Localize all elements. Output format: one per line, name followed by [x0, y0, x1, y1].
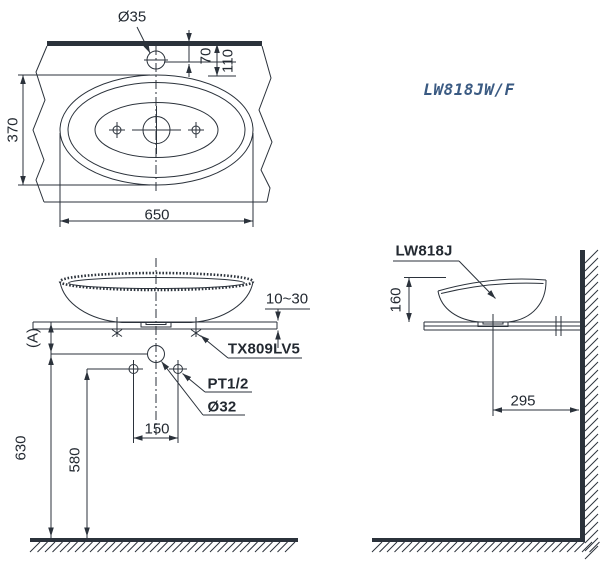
supply-point-left-cross: [124, 360, 143, 378]
dim-70-110-extensions: [164, 61, 236, 77]
mounting-clamp-right: [190, 317, 202, 337]
wall-hatch: [584, 249, 599, 560]
drain-leader: [161, 361, 204, 416]
dim-rim-offset: 110: [219, 49, 237, 73]
dim-drain-to-wall: 295: [510, 392, 536, 410]
drain-crosshair: [132, 106, 181, 154]
dim-supply-height: 580: [66, 447, 84, 473]
mounting-clamp-left: [111, 317, 123, 337]
supply-point-right-cross: [169, 360, 187, 378]
label-drain-diameter: Ø32: [207, 398, 237, 416]
counter-break-ticks: [555, 316, 562, 336]
dim-depth: 370: [4, 117, 22, 143]
product-model-label: LW818JW/F: [423, 80, 515, 99]
dim-150-extensions: [133, 377, 179, 443]
label-fitting-code: TX809LV5: [227, 340, 301, 358]
dim-hole-offset: 70: [197, 47, 215, 65]
dim-a-label: (A): [24, 328, 42, 348]
top-view: [18, 26, 273, 227]
floor-line: [30, 538, 298, 542]
fixing-mark-right-cross: [188, 122, 204, 138]
product-leader: [458, 260, 496, 299]
floor-hatch: [29, 541, 296, 553]
vessel-rim-textured: [58, 271, 255, 292]
supply-leader: [182, 373, 206, 393]
counter-break-left: [32, 45, 48, 203]
vessel-rim-inner: [440, 282, 544, 294]
dim-drain-height: 630: [12, 435, 30, 461]
dim-width: 650: [144, 206, 170, 224]
drain-outlet: [147, 345, 165, 363]
hole-diameter-leader: [136, 26, 151, 54]
side-view: [371, 249, 600, 560]
wall-line: [580, 250, 585, 542]
dim-370-extensions: [18, 74, 150, 186]
dim-basin-height: 160: [387, 287, 405, 313]
label-supply-thread: PT1/2: [207, 375, 249, 393]
label-product-code-side: LW818J: [395, 242, 453, 260]
floor-line: [372, 538, 585, 542]
fixing-mark-left-cross: [109, 122, 125, 138]
vessel-rim-top: [437, 278, 547, 292]
counter-slab: [32, 321, 278, 330]
label-faucet-hole-diameter: Ø35: [117, 8, 147, 26]
dim-650-extensions: [59, 133, 254, 227]
dim-counter-thickness: 10~30: [265, 290, 309, 308]
dim-supply-spacing: 150: [144, 420, 170, 438]
counter-break-right: [258, 45, 273, 203]
vessel-body: [437, 279, 547, 323]
counter-back-edge: [47, 41, 262, 46]
fitting-leader: [200, 335, 229, 359]
front-view: [29, 258, 310, 553]
floor-hatch: [371, 541, 600, 553]
